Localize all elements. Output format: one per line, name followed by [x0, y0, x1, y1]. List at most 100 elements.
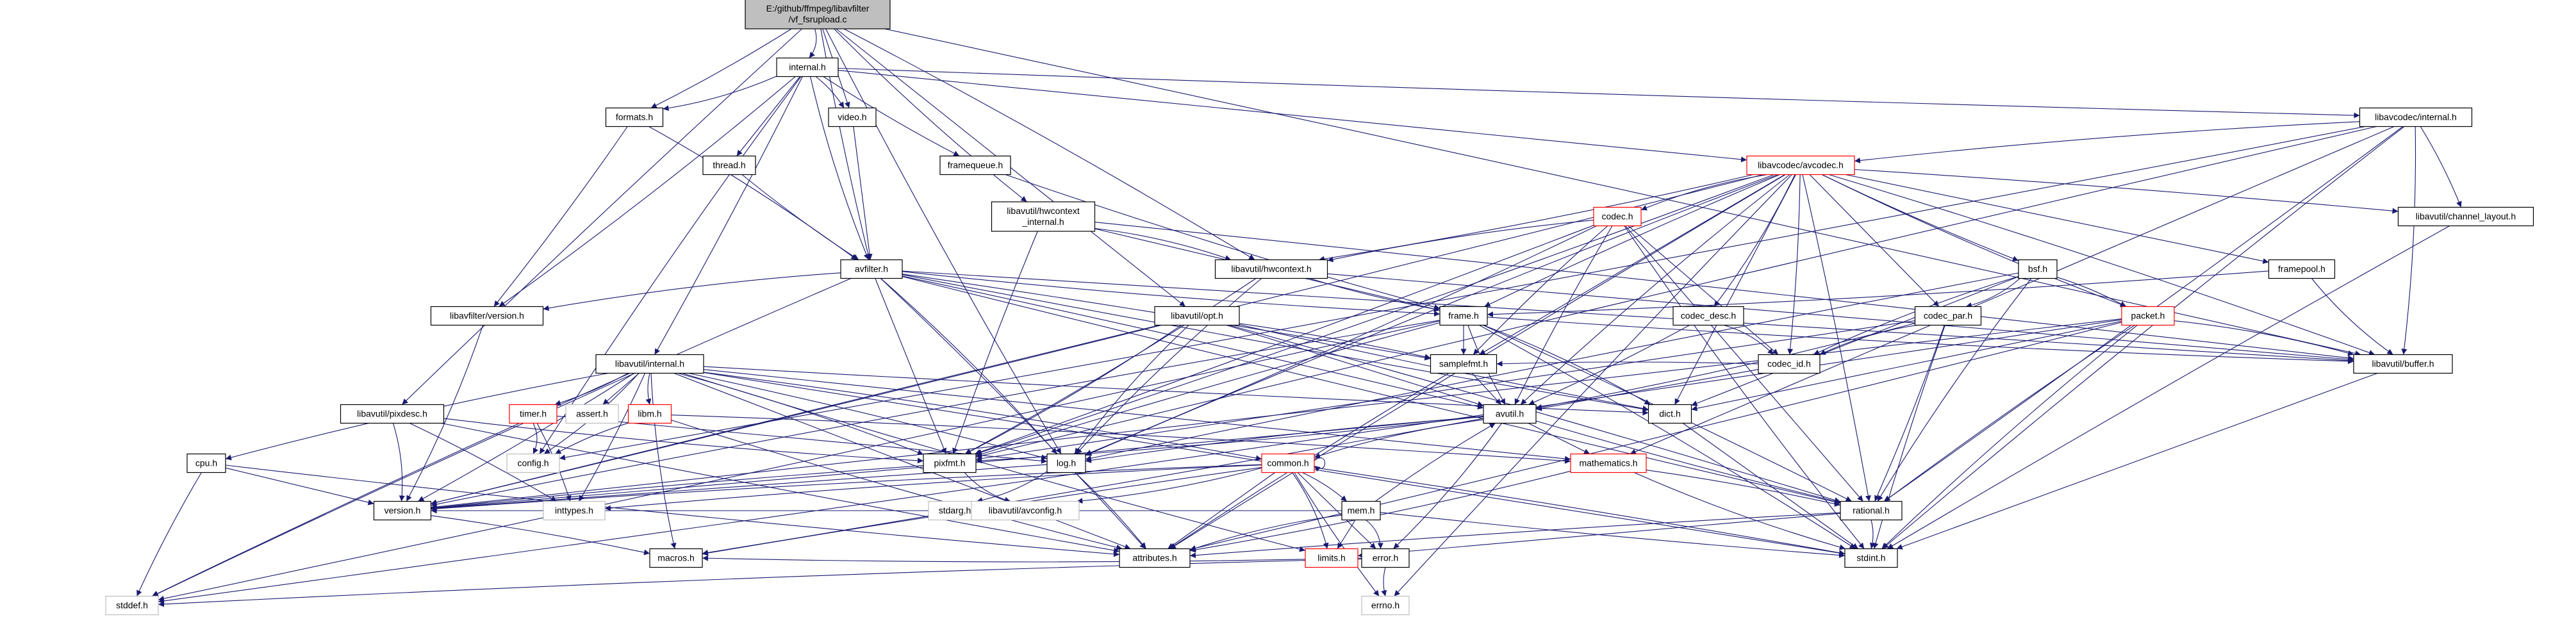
node-internal-h[interactable]: internal.h [776, 57, 839, 78]
node-label: bsf.h [2028, 263, 2047, 274]
edge-root-to-hwcontext-h [843, 28, 1255, 260]
node-libavutil-channel-layout-h[interactable]: libavutil/channel_layout.h [2397, 206, 2534, 227]
node-framepool-h[interactable]: framepool.h [2268, 259, 2336, 279]
node-common-h[interactable]: common.h [1261, 453, 1315, 473]
node-framequeue-h[interactable]: framequeue.h [939, 155, 1011, 176]
edge-lavu-internal-h-to-inttypes-h [579, 373, 646, 502]
node-samplefmt-h[interactable]: samplefmt.h [1430, 354, 1498, 374]
node-macros-h[interactable]: macros.h [649, 548, 703, 568]
node-label: stdarg.h [939, 505, 971, 515]
edge-avcodec-h-to-framepool-h [1845, 174, 2269, 264]
edge-codec-par-h-to-avutil-h [1535, 322, 1915, 410]
node-limits-h[interactable]: limits.h [1305, 548, 1358, 568]
node-label: _internal.h [1021, 217, 1064, 227]
node-libavutil-internal-h[interactable]: libavutil/internal.h [595, 354, 704, 374]
node-stdint-h[interactable]: stdint.h [1844, 548, 1898, 568]
node-label: inttypes.h [555, 505, 593, 515]
node-config-h: config.h [506, 453, 560, 473]
edge-log-h-to-attributes-h [1075, 472, 1146, 549]
edge-root-to-internal-h [809, 28, 817, 58]
node-version-h[interactable]: version.h [373, 500, 432, 521]
node-avutil-h[interactable]: avutil.h [1483, 404, 1537, 424]
edge-common-h-to-errno-h [1294, 472, 1380, 596]
edge-packet-h-to-attributes-h [1189, 322, 2122, 551]
edge-libm-h-to-mathematics-h [671, 415, 1571, 464]
node-libavutil-pixdesc-h[interactable]: libavutil/pixdesc.h [340, 404, 445, 424]
node-thread-h[interactable]: thread.h [702, 155, 756, 176]
edge-libm-h-to-config-h [555, 422, 629, 454]
node-frame-h[interactable]: frame.h [1439, 306, 1488, 326]
edge-pixdesc-h-to-attributes-h [441, 422, 1120, 554]
edge-video-h-to-avfilter-h [853, 126, 873, 260]
node-box [745, 0, 891, 29]
edge-root-to-hwcontext-internal-h [834, 28, 1027, 202]
node-libavcodec-avcodec-h[interactable]: libavcodec/avcodec.h [1746, 155, 1855, 176]
node-box [1672, 306, 1744, 326]
node-mathematics-h[interactable]: mathematics.h [1570, 453, 1647, 473]
node-libavutil-hwcontext-internal-h[interactable]: libavutil/hwcontext_internal.h [991, 201, 1096, 232]
node-log-h[interactable]: log.h [1046, 453, 1086, 473]
node-codec-h[interactable]: codec.h [1593, 206, 1642, 227]
edge-avutil-h-to-mathematics-h [1528, 423, 1590, 454]
edge-codec-desc-h-to-avutil-h [1528, 325, 1690, 406]
edge-root-to-formats-h [650, 28, 792, 108]
node-label: log.h [1057, 457, 1076, 468]
edge-codec-h-to-hwcontext-h [1327, 220, 1594, 263]
node-packet-h[interactable]: packet.h [2121, 306, 2175, 326]
node-libavcodec-internal-h[interactable]: libavcodec/internal.h [2359, 107, 2473, 128]
node-rational-h[interactable]: rational.h [1840, 500, 1903, 521]
node-label: limits.h [1317, 552, 1346, 563]
node-codec-desc-h[interactable]: codec_desc.h [1672, 306, 1744, 326]
edge-avfilter-h-to-buffer-h [902, 270, 2354, 364]
edge-internal-h-to-framequeue-h [823, 76, 960, 156]
node-codec-par-h[interactable]: codec_par.h [1914, 306, 1982, 326]
node-dict-h[interactable]: dict.h [1647, 404, 1692, 424]
node-inttypes-h: inttypes.h [543, 500, 606, 521]
node-label: libavutil/buffer.h [2372, 358, 2434, 368]
node-box [509, 404, 557, 424]
node-label: formats.h [616, 111, 653, 122]
edge-avcodec-h-to-rational-h [1802, 174, 1871, 502]
node-label: version.h [384, 505, 421, 515]
node-label: attributes.h [1132, 552, 1177, 563]
edge-opt-h-to-avutil-h [1226, 324, 1484, 407]
node-libavutil-buffer-h[interactable]: libavutil/buffer.h [2353, 354, 2453, 374]
node-formats-h[interactable]: formats.h [605, 107, 664, 128]
node-video-h[interactable]: video.h [828, 107, 877, 128]
node-label: assert.h [576, 408, 608, 418]
edge-codec-par-h-to-pixfmt-h [975, 320, 1915, 462]
node-label: frame.h [1448, 310, 1478, 320]
node-label: libavutil/channel_layout.h [2416, 211, 2516, 221]
edge-mathematics-h-to-rational-h [1646, 470, 1841, 507]
node-attributes-h[interactable]: attributes.h [1119, 548, 1191, 568]
node-pixfmt-h[interactable]: pixfmt.h [923, 453, 977, 473]
edge-codec-id-h-to-samplefmt-h [1496, 361, 1759, 367]
node-mem-h[interactable]: mem.h [1341, 500, 1381, 521]
edge-frame-h-to-buffer-h [1487, 317, 2354, 365]
edge-frame-h-to-stdint-h [1479, 325, 1856, 549]
node-libavutil-hwcontext-h[interactable]: libavutil/hwcontext.h [1214, 259, 1328, 279]
node-label: avfilter.h [855, 263, 888, 274]
node-error-h[interactable]: error.h [1361, 548, 1410, 568]
node-box [1914, 306, 1982, 326]
node-bsf-h[interactable]: bsf.h [2018, 259, 2058, 279]
edge-channel-layout-h-to-stdint-h [1887, 226, 2450, 549]
node-avfilter-h[interactable]: avfilter.h [840, 259, 903, 279]
node-label: libavutil/avconfig.h [989, 505, 1062, 515]
node-libm-h[interactable]: libm.h [627, 404, 672, 424]
node-box [1154, 306, 1240, 326]
edge-pixdesc-h-to-inttypes-h [409, 423, 557, 502]
edge-error-h-to-errno-h [1381, 567, 1387, 596]
file-nodes: E:/github/ffmpeg/libavfilter/vf_fsruploa… [105, 0, 2534, 616]
node-stddef-h: stddef.h [105, 595, 159, 616]
node-codec-id-h[interactable]: codec_id.h [1758, 354, 1821, 374]
node-timer-h[interactable]: timer.h [509, 404, 557, 424]
node-libavutil-opt-h[interactable]: libavutil/opt.h [1154, 306, 1240, 326]
node-label: libavcodec/internal.h [2375, 111, 2457, 122]
edge-avcodec-h-to-dict-h [1674, 174, 1796, 405]
edge-common-h-to-common-h [1314, 457, 1325, 472]
edge-cpu-h-to-version-h [225, 467, 374, 506]
node-cpu-h[interactable]: cpu.h [186, 453, 226, 473]
node-libavfilter-version-h[interactable]: libavfilter/version.h [430, 306, 544, 326]
edge-framequeue-h-to-frame-h [1005, 174, 1441, 310]
